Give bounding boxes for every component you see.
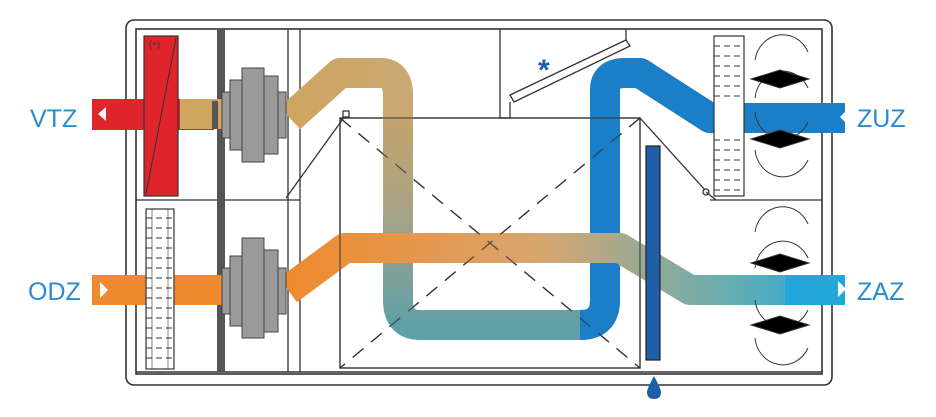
cooler-plate (645, 145, 661, 361)
arrow-right-zaz-icon (838, 281, 846, 297)
unit-casing (125, 19, 833, 386)
label-vtz: VTZ (30, 105, 77, 133)
electric-heater: (+) (143, 35, 179, 197)
heater-sign: (+) (149, 39, 160, 49)
fan-bottom (221, 237, 287, 339)
section-dividers (136, 29, 822, 372)
damper-zaz (749, 206, 811, 366)
condensate-drop-icon (647, 376, 661, 399)
damper-zuz (749, 34, 811, 178)
bypass-damper (509, 29, 631, 103)
filter-zuz (713, 35, 745, 197)
label-odz: ODZ (28, 278, 81, 306)
arrow-right-odz-icon (100, 282, 108, 298)
fan-top (212, 67, 287, 163)
arrow-left-vtz-icon (98, 107, 106, 121)
filter-odz (145, 208, 175, 370)
label-zuz: ZUZ (857, 105, 906, 133)
label-zaz: ZAZ (857, 278, 904, 306)
exchanger-overlay (339, 117, 641, 369)
arrow-left-zuz-icon (840, 109, 848, 125)
asterisk-mark: * (538, 54, 550, 87)
